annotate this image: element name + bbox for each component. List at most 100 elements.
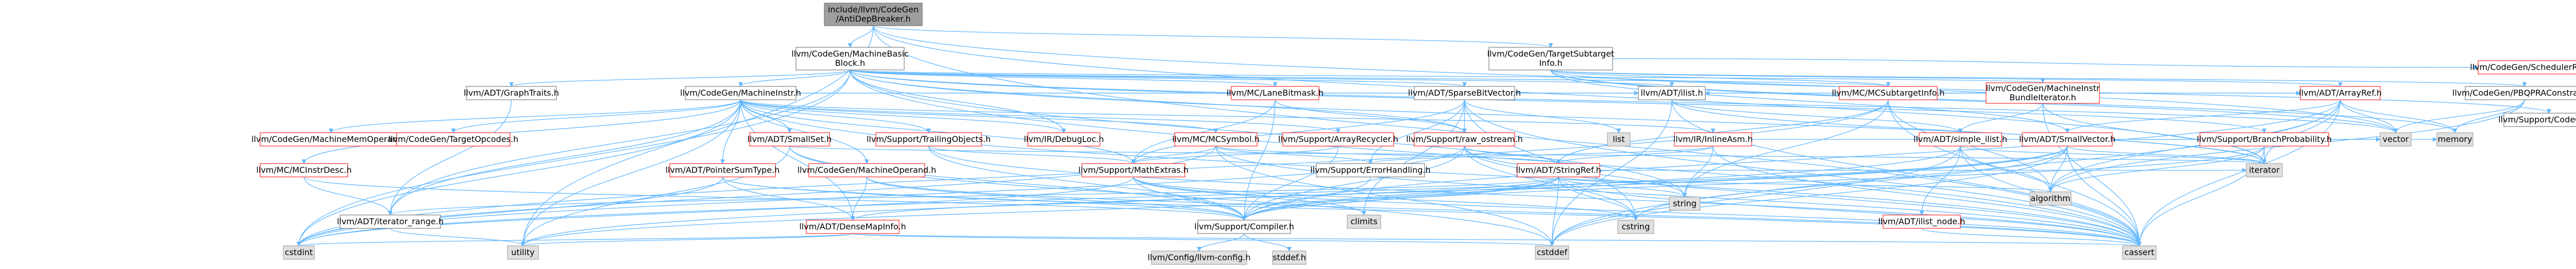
edge-sparsebv-to-cstring xyxy=(1464,99,1638,221)
node-root[interactable]: include/llvm/CodeGen/AntiDepBreaker.h xyxy=(824,3,923,26)
node-debugloc[interactable]: llvm/IR/DebugLoc.h xyxy=(1024,132,1104,147)
edge-inlineasm-to-string xyxy=(1682,146,1714,198)
edge-stringref-to-iterrange xyxy=(388,176,1559,216)
node-label-simpleilist: llvm/ADT/simple_ilist.h xyxy=(1913,134,2007,145)
node-list: list xyxy=(1607,132,1631,147)
edge-ilist-to-cassert xyxy=(1671,99,2142,246)
edge-mbb-to-vector xyxy=(850,69,2398,133)
edge-root-to-iterator xyxy=(873,25,2267,164)
edge-mathextras-to-cstring xyxy=(1133,176,1638,221)
node-densemapinfo[interactable]: llvm/ADT/DenseMapInfo.h xyxy=(799,220,906,234)
node-box-string xyxy=(1669,196,1701,211)
header-nodes: include/llvm/CodeGen/AntiDepBreaker.h llv… xyxy=(251,3,2576,265)
edge-mbb-to-sparsebv xyxy=(850,69,1467,87)
node-box-memory xyxy=(2436,132,2473,147)
node-arrayref[interactable]: llvm/ADT/ArrayRef.h xyxy=(2299,86,2382,100)
node-mcsymbol[interactable]: llvm/MC/MCSymbol.h xyxy=(1172,132,1260,147)
edge-densemapinfo-to-utility xyxy=(520,233,853,246)
node-box-simpleilist xyxy=(1919,132,2002,147)
node-box-graphtraits xyxy=(466,86,557,100)
edge-minstr-to-cstdint xyxy=(296,99,741,246)
node-smallvector[interactable]: llvm/ADT/SmallVector.h xyxy=(2019,132,2115,147)
node-graphtraits[interactable]: llvm/ADT/GraphTraits.h xyxy=(464,86,559,100)
node-label-root: /AntiDepBreaker.h xyxy=(836,14,910,24)
edge-mcsymbol-to-mathextras xyxy=(1131,146,1216,164)
edge-minstr-to-mop xyxy=(740,99,870,164)
node-trailingobj[interactable]: llvm/Support/TrailingObjects.h xyxy=(867,132,991,147)
edge-branchprob-to-cassert xyxy=(2137,146,2265,246)
node-box-cstddef xyxy=(1535,245,1569,260)
node-label-schedreg: llvm/CodeGen/SchedulerRegistry.h xyxy=(2470,62,2576,72)
node-label-cassert: cassert xyxy=(2125,247,2155,257)
node-label-root: include/llvm/CodeGen xyxy=(828,5,919,14)
node-label-inlineasm: llvm/IR/InlineAsm.h xyxy=(1673,134,1753,144)
node-label-ilistnode: llvm/ADT/ilist_node.h xyxy=(1878,217,1965,227)
edge-mbb-to-graphtraits xyxy=(509,69,851,87)
edge-minstr-to-debugloc xyxy=(740,99,1066,133)
node-simpleilist[interactable]: llvm/ADT/simple_ilist.h xyxy=(1913,132,2007,147)
node-climits: climits xyxy=(1347,214,1381,229)
edge-stringref-to-densemapinfo xyxy=(850,176,1559,221)
node-box-list xyxy=(1607,132,1631,147)
node-label-list: list xyxy=(1613,134,1625,144)
node-schedreg[interactable]: llvm/CodeGen/SchedulerRegistry.h xyxy=(2470,60,2576,75)
node-mcinstrdesc[interactable]: llvm/MC/MCInstrDesc.h xyxy=(256,163,352,177)
edge-minstr-to-mathextras xyxy=(740,99,1136,164)
edge-densemapinfo-to-cstddef xyxy=(852,233,1554,246)
node-label-utility: utility xyxy=(511,247,535,257)
node-compiler[interactable]: llvm/Support/Compiler.h xyxy=(1194,220,1294,234)
edge-mcinstrdesc-to-iterrange xyxy=(303,176,393,216)
node-lanebitmask[interactable]: llvm/MC/LaneBitmask.h xyxy=(1227,86,1324,100)
edge-minstr-to-cassert xyxy=(740,99,2142,246)
edge-mathextras-to-cassert xyxy=(1133,176,2142,246)
edge-rawostream-to-compiler xyxy=(1242,146,1465,221)
node-mcsubinfo[interactable]: llvm/MC/MCSubtargetInfo.h xyxy=(1832,86,1945,100)
node-rawostream[interactable]: llvm/Support/raw_ostream.h xyxy=(1406,132,1523,147)
edge-stringref-to-compiler xyxy=(1242,176,1559,221)
node-label-lanebitmask: llvm/MC/LaneBitmask.h xyxy=(1227,88,1324,98)
node-smallset[interactable]: llvm/ADT/SmallSet.h xyxy=(748,132,832,147)
node-branchprob[interactable]: llvm/Support/BranchProbability.h xyxy=(2197,132,2332,147)
edge-mibundle-to-simpleilist xyxy=(1958,103,2043,133)
node-label-iterrange: llvm/ADT/iterator_range.h xyxy=(337,217,444,227)
node-ilistnode[interactable]: llvm/ADT/ilist_node.h xyxy=(1878,214,1965,229)
edge-arrayref-to-memory xyxy=(2340,99,2458,133)
edge-rawostream-to-stringref xyxy=(1464,146,1561,164)
edge-mcsymbol-to-errhandling xyxy=(1215,146,1373,164)
edge-minstr-to-tgtopcodes xyxy=(451,99,741,133)
edge-mcsymbol-to-cassert xyxy=(1215,146,2142,246)
node-errhandling[interactable]: llvm/Support/ErrorHandling.h xyxy=(1310,163,1431,177)
node-box-debugloc xyxy=(1027,132,1100,147)
node-minstr[interactable]: llvm/CodeGen/MachineInstr.h xyxy=(680,86,801,100)
node-mathextras[interactable]: llvm/Support/MathExtras.h xyxy=(1078,163,1189,177)
node-label-string: string xyxy=(1673,199,1697,208)
edge-inlineasm-to-cassert xyxy=(1713,146,2142,246)
node-ptrsumtype[interactable]: llvm/ADT/PointerSumType.h xyxy=(666,163,780,177)
node-supportcg[interactable]: llvm/Support/CodeGen.h xyxy=(2498,113,2576,127)
edge-stringref-to-cassert xyxy=(1558,176,2142,246)
node-iterrange[interactable]: llvm/ADT/iterator_range.h xyxy=(337,214,444,229)
node-label-smallset: llvm/ADT/SmallSet.h xyxy=(748,134,832,144)
node-tgtopcodes[interactable]: llvm/CodeGen/TargetOpcodes.h xyxy=(388,132,518,147)
node-ilist[interactable]: llvm/ADT/ilist.h xyxy=(1638,86,1706,100)
node-arrayrecycler[interactable]: llvm/Support/ArrayRecycler.h xyxy=(1278,132,1398,147)
node-mmo[interactable]: llvm/CodeGen/MachineMemOperand.h xyxy=(251,132,411,147)
node-mibundle[interactable]: llvm/CodeGen/MachineInstrBundleIterator.… xyxy=(1986,82,2100,104)
edge-mbb-to-iterrange xyxy=(388,69,851,216)
node-box-mcsubinfo xyxy=(1839,86,1938,100)
node-sparsebv[interactable]: llvm/ADT/SparseBitVector.h xyxy=(1408,86,1521,100)
node-label-mcsymbol: llvm/MC/MCSymbol.h xyxy=(1172,134,1260,144)
node-pbqp[interactable]: llvm/CodeGen/PBQPRAConstraint.h xyxy=(2452,86,2576,100)
node-algorithm: algorithm xyxy=(2029,191,2072,206)
node-inlineasm[interactable]: llvm/IR/InlineAsm.h xyxy=(1673,132,1753,147)
edge-arrayref-to-compiler xyxy=(1242,99,2341,221)
node-cstdint: cstdint xyxy=(283,245,315,260)
node-label-mcinstrdesc: llvm/MC/MCInstrDesc.h xyxy=(256,165,351,175)
node-mop[interactable]: llvm/CodeGen/MachineOperand.h xyxy=(798,163,937,177)
node-box-mmo xyxy=(260,132,402,147)
node-label-sparsebv: llvm/ADT/SparseBitVector.h xyxy=(1408,88,1521,98)
edge-sparsebv-to-cassert xyxy=(1464,99,2142,246)
node-stringref[interactable]: llvm/ADT/StringRef.h xyxy=(1516,163,1601,177)
